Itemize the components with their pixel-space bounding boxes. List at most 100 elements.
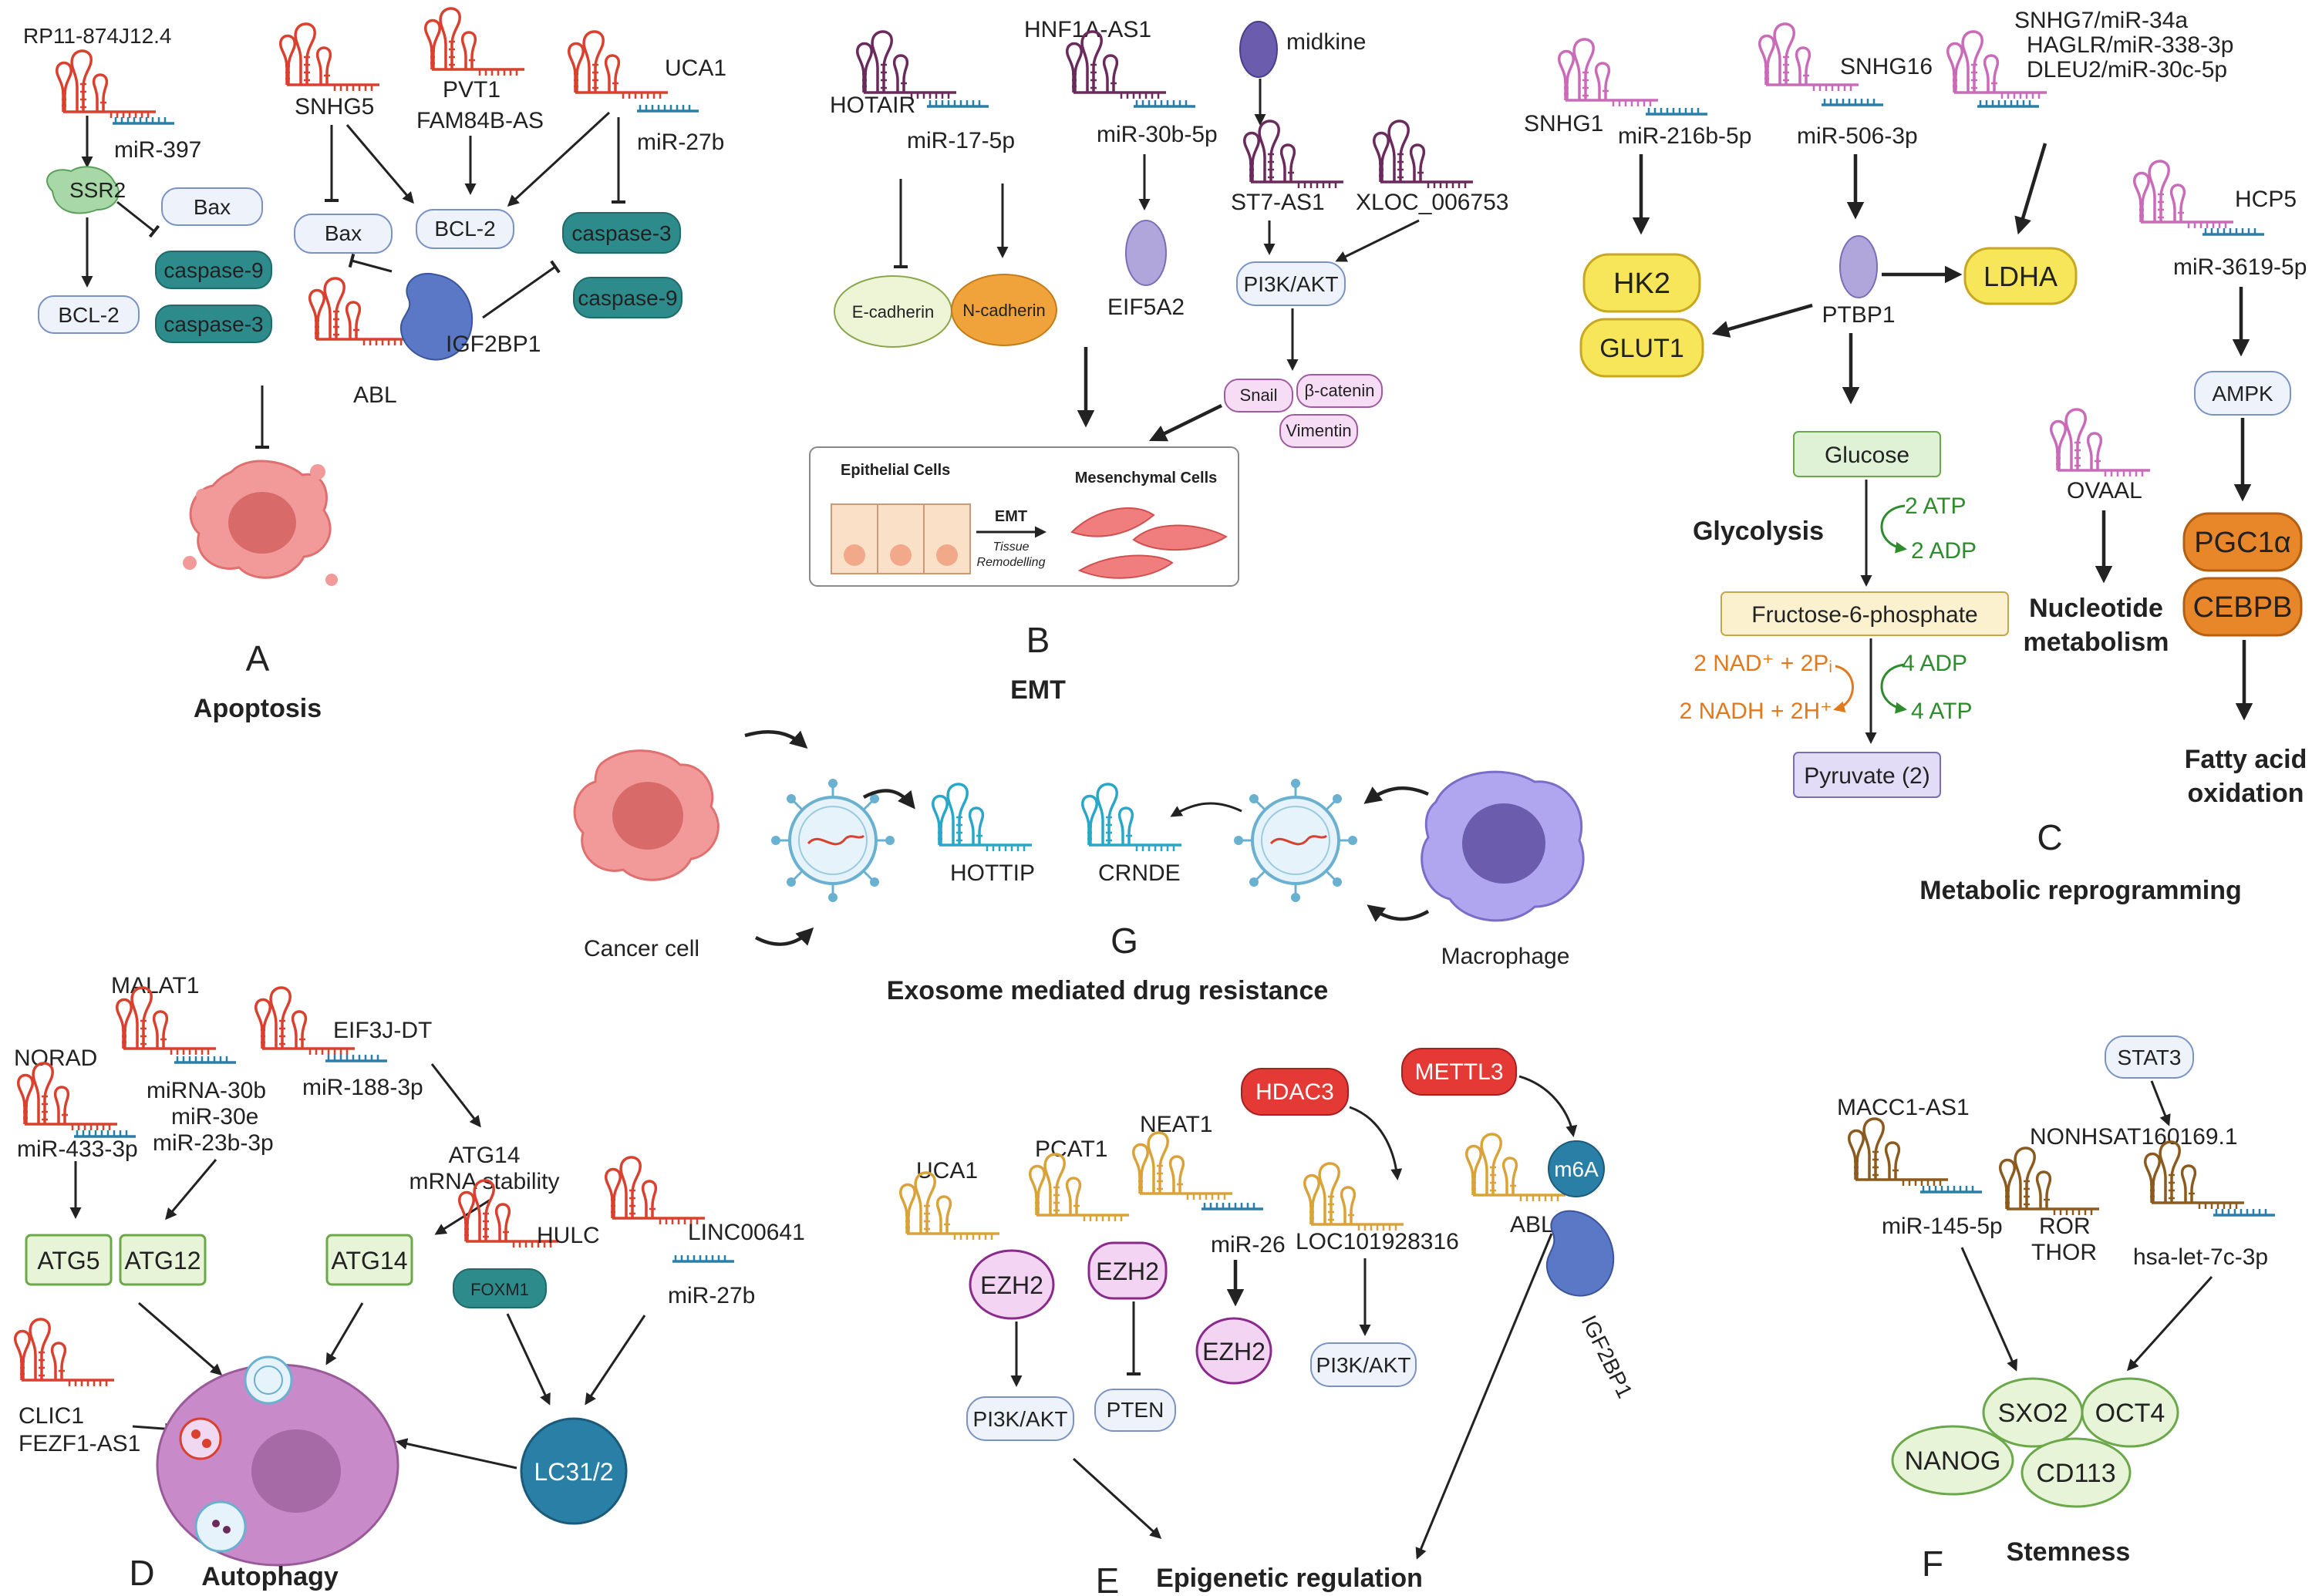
- ssr2-protein-blob-icon: [46, 166, 120, 214]
- cd113-label: CD113: [2036, 1459, 2115, 1488]
- hotair-label: HOTAIR: [830, 93, 915, 118]
- atp2-label: 2 ATP: [1905, 493, 1966, 519]
- cancer-cell-label: Cancer cell: [584, 936, 699, 961]
- ldha-label: LDHA: [1983, 261, 2058, 292]
- edge-ptbp1-glut1: [1711, 303, 1813, 338]
- panel-b-emt: HOTAIR miR-17-5p E-cadherin N-cadherin H…: [809, 17, 1509, 705]
- ezh2-node-a: [969, 1249, 1055, 1320]
- abl-e-label: ABL: [1510, 1212, 1554, 1237]
- mir506-label: miR-506-3p: [1797, 123, 1918, 149]
- mir27b-a-mirna-icon: [635, 103, 700, 113]
- mir17-mirna-icon: [925, 99, 990, 108]
- edge-exosome-hottip: [862, 789, 915, 810]
- ezh2-node-b: [1087, 1241, 1168, 1300]
- snail-node: [1224, 379, 1293, 412]
- nanog-label: NANOG: [1905, 1446, 2001, 1476]
- linc641-rna-hairpin-icon: [604, 1156, 706, 1226]
- norad-mirna-icon: [72, 1129, 137, 1138]
- edge-macrophage-exosome-bottom: [1367, 904, 1430, 922]
- mir27b-a-label: miR-27b: [637, 130, 724, 155]
- lc3-node: [520, 1417, 628, 1525]
- ezh2-label-a: EZH2: [980, 1271, 1043, 1299]
- caspase3-label-a: caspase-3: [163, 312, 263, 336]
- xloc-rna-hairpin-icon: [1372, 120, 1474, 190]
- pi3k-node-b: [1236, 261, 1346, 306]
- edge-atg-autophagy-left: [138, 1301, 223, 1375]
- mettl3-label: METTL3: [1414, 1059, 1503, 1085]
- mir216-label: miR-216b-5p: [1618, 123, 1751, 149]
- glycolysis-label: Glycolysis: [1693, 517, 1824, 546]
- nad-label: 2 NAD⁺ + 2Pᵢ: [1694, 651, 1832, 676]
- hk2-label: HK2: [1613, 268, 1670, 300]
- fam84b-label: FAM84B-AS: [416, 108, 544, 133]
- exosome-right-icon: [1234, 779, 1357, 902]
- st7-label: ST7-AS1: [1231, 190, 1325, 215]
- hcp5-rna-hairpin-icon: [2132, 160, 2235, 230]
- caspase3-node-a: [155, 305, 272, 343]
- atg12-label: ATG12: [125, 1247, 201, 1274]
- pi3k-label-e1: PI3K/AKT: [973, 1407, 1068, 1431]
- panel-e-title: Epigenetic regulation: [1156, 1564, 1423, 1593]
- bcl2-node-a: [38, 295, 140, 334]
- m6a-label: m6A: [1554, 1157, 1599, 1181]
- bax-label-b: Bax: [325, 221, 362, 245]
- malat1-mirna-icon: [173, 1055, 238, 1064]
- hsalet-label: hsa-let-7c-3p: [2133, 1244, 2268, 1270]
- pcat1-rna-hairpin-icon: [1028, 1153, 1131, 1223]
- caspase9-label-b: caspase-9: [578, 286, 677, 310]
- ptbp1-protein-icon: [1839, 235, 1878, 298]
- mir145-mirna-icon: [1919, 1184, 1983, 1194]
- panel-g-exosome: Cancer cell HOTTIP CRNDE: [573, 729, 1585, 1005]
- panel-c-metabolic: SNHG1 miR-216b-5p HK2 GLUT1 SNHG16 miR-5…: [1524, 8, 2307, 905]
- glut1-node: [1579, 318, 1704, 378]
- edge-igf2bp1-casp3: [482, 260, 561, 319]
- edge-mir27b-lc3: [585, 1315, 646, 1406]
- caspase3-node-b: [562, 212, 681, 254]
- thor-label: THOR: [2031, 1240, 2097, 1265]
- malat1-label: MALAT1: [111, 973, 199, 998]
- edge-malat1-atg12: [165, 1159, 217, 1221]
- edge-mir145-sox2: [1960, 1247, 2017, 1372]
- atg14-stability-label-1: ATG14: [449, 1143, 521, 1168]
- xloc-label: XLOC_006753: [1356, 190, 1509, 215]
- edge-macrophage-exosome-top: [1363, 786, 1429, 804]
- epithelial-cells-icon: [831, 503, 971, 574]
- uca1-a-label: UCA1: [665, 56, 726, 81]
- cebpb-node: [2182, 577, 2303, 637]
- bax-node-b: [294, 214, 393, 254]
- edge-pi3k-epigenetic: [1072, 1457, 1162, 1540]
- pi3k-node-e1: [966, 1396, 1074, 1441]
- panel-d-title: Autophagy: [201, 1562, 339, 1591]
- panel-a-title: Apoptosis: [194, 694, 322, 723]
- hdac3-label: HDAC3: [1255, 1079, 1334, 1105]
- clic1-label: CLIC1: [19, 1403, 84, 1429]
- sox2-label: SXO2: [1998, 1399, 2068, 1428]
- mir397-label: miR-397: [114, 137, 201, 163]
- foxm1-node: [453, 1268, 547, 1308]
- ldha-node: [1963, 247, 2078, 305]
- edge-stat3-nonhsat: [2150, 1080, 2171, 1126]
- apoptotic-body-4: [325, 574, 338, 586]
- apoptotic-body-1: [196, 489, 208, 501]
- apoptotic-body-3: [183, 556, 197, 570]
- ezh2-label-c: EZH2: [1202, 1338, 1266, 1365]
- edge-cancer-exosome-bottom: [754, 927, 814, 946]
- mir3619-label: miR-3619-5p: [2173, 254, 2307, 280]
- mir145-label: miR-145-5p: [1882, 1214, 2003, 1239]
- fructose-6-phosphate-node: [1721, 591, 2009, 636]
- haglr-label: HAGLR/miR-338-3p: [2027, 32, 2233, 58]
- rp11-rna-hairpin-icon: [55, 49, 157, 120]
- oct4-label: OCT4: [2095, 1399, 2165, 1428]
- pvt1-label: PVT1: [443, 77, 500, 103]
- bcl2-label-b: BCL-2: [434, 217, 495, 241]
- eif5a2-label: EIF5A2: [1107, 295, 1185, 320]
- tissue-label-1: Tissue: [993, 540, 1030, 554]
- edge-uca1-bcl2: [507, 111, 611, 207]
- mir26-label: miR-26: [1211, 1232, 1286, 1258]
- crnde-label: CRNDE: [1098, 860, 1181, 886]
- linc641-mirna-icon: [671, 1254, 736, 1263]
- hottip-label: HOTTIP: [950, 860, 1035, 886]
- hotair-rna-hairpin-icon: [855, 30, 958, 100]
- caspase9-node-a: [155, 251, 272, 289]
- atg5-node: [25, 1234, 113, 1286]
